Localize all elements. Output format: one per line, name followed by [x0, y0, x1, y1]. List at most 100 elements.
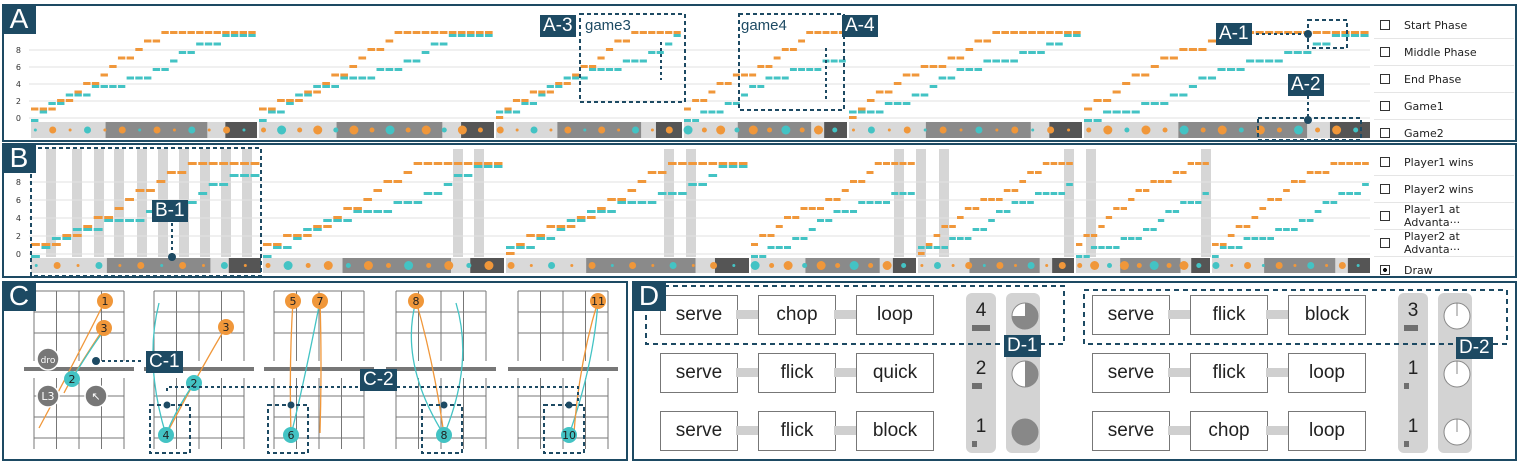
legend-player2-advantage[interactable]: Player2 at Advanta···	[1374, 230, 1514, 257]
technique-box[interactable]: block	[1288, 295, 1366, 335]
technique-box[interactable]: flick	[1190, 295, 1268, 335]
orange-score-mark	[673, 31, 681, 34]
orange-score-mark	[240, 162, 249, 165]
teal-score-mark	[738, 165, 748, 168]
legend-middle-phase[interactable]: Middle Phase	[1374, 39, 1514, 66]
rally-dot	[781, 125, 791, 135]
teal-score-mark	[891, 192, 899, 195]
teal-score-mark	[1322, 201, 1330, 204]
ball-label: 4	[163, 429, 170, 442]
rally-dot	[813, 125, 823, 135]
technique-box[interactable]: serve	[1092, 295, 1170, 335]
legend-player1-advantage[interactable]: Player1 at Advanta···	[1374, 203, 1514, 230]
orange-score-mark	[83, 82, 91, 85]
orange-score-mark	[303, 234, 312, 237]
orange-score-mark	[484, 31, 493, 34]
label-a-4: A-4	[842, 15, 878, 37]
technique-box[interactable]: loop	[856, 295, 934, 335]
checkbox[interactable]	[1380, 184, 1390, 194]
rally-dot	[996, 262, 1004, 269]
rally-dot	[1107, 263, 1112, 268]
orange-score-mark	[512, 99, 521, 102]
rally-dot	[1244, 262, 1252, 269]
rally-dot	[1315, 127, 1321, 133]
teal-score-mark	[463, 174, 473, 177]
checkbox[interactable]	[1380, 238, 1390, 248]
legend-game1[interactable]: Game1	[1374, 93, 1514, 120]
rally-dot	[617, 128, 621, 132]
technique-box[interactable]: serve	[1092, 411, 1170, 451]
technique-box[interactable]: chop	[758, 295, 836, 335]
rally-dot	[68, 128, 72, 132]
teal-score-mark	[563, 76, 571, 80]
teal-score-mark	[323, 219, 332, 222]
orange-score-mark	[1341, 31, 1350, 34]
teal-score-mark	[1143, 228, 1150, 231]
orange-score-mark	[716, 82, 724, 85]
legend-player1-wins[interactable]: Player1 wins	[1374, 149, 1514, 176]
checkbox[interactable]	[1380, 128, 1390, 138]
orange-score-mark	[1265, 31, 1274, 34]
technique-box[interactable]: block	[856, 411, 934, 451]
orange-score-mark	[126, 56, 135, 60]
teal-score-mark	[1098, 246, 1105, 249]
orange-score-mark	[146, 189, 155, 192]
legend-player2-wins[interactable]: Player2 wins	[1374, 176, 1514, 203]
technique-box[interactable]: loop	[1288, 353, 1366, 393]
orange-score-mark	[1131, 73, 1140, 77]
legend-start-phase[interactable]: Start Phase	[1374, 12, 1514, 39]
rally-dot	[345, 263, 351, 268]
ball-trajectory	[71, 327, 107, 380]
teal-score-mark	[858, 201, 866, 204]
teal-score-mark	[775, 246, 783, 249]
orange-score-mark	[135, 189, 145, 192]
teal-score-mark	[229, 174, 239, 177]
table-net	[264, 367, 374, 371]
count-bar	[972, 325, 990, 331]
rally-dot	[732, 264, 736, 267]
technique-box[interactable]: serve	[1092, 353, 1170, 393]
checkbox[interactable]	[1380, 47, 1390, 57]
technique-box[interactable]: quick	[856, 353, 934, 393]
technique-box[interactable]: serve	[660, 411, 738, 451]
orange-score-mark	[920, 65, 929, 68]
teal-score-mark	[529, 102, 538, 105]
technique-box[interactable]: serve	[660, 353, 738, 393]
teal-score-mark	[466, 34, 475, 37]
checkbox[interactable]	[1380, 20, 1390, 30]
legend-end-phase[interactable]: End Phase	[1374, 66, 1514, 93]
rally-dot	[802, 263, 808, 268]
legend-draw[interactable]: Draw	[1374, 257, 1514, 284]
teal-score-mark	[1131, 110, 1140, 114]
count-bar	[1404, 441, 1409, 447]
teal-score-mark	[617, 201, 626, 204]
technique-box[interactable]: loop	[1288, 411, 1366, 451]
teal-score-mark	[144, 76, 152, 80]
checkbox-checked[interactable]	[1380, 265, 1390, 275]
teal-score-mark	[1112, 110, 1121, 114]
sequence-count: 4	[975, 300, 987, 321]
technique-box[interactable]: chop	[1190, 411, 1268, 451]
technique-box[interactable]: flick	[1190, 353, 1268, 393]
technique-box[interactable]: flick	[758, 353, 836, 393]
orange-score-mark	[1113, 207, 1120, 210]
technique-box[interactable]: serve	[660, 295, 738, 335]
checkbox[interactable]	[1380, 157, 1390, 167]
teal-score-mark	[546, 237, 556, 240]
teal-score-mark	[724, 102, 732, 105]
technique-box[interactable]: flick	[758, 411, 836, 451]
orange-score-mark	[1207, 39, 1217, 43]
checkbox[interactable]	[1380, 74, 1390, 84]
rally-dot	[1027, 262, 1035, 269]
checkbox[interactable]	[1380, 211, 1390, 221]
rally-dot	[261, 127, 267, 133]
orange-score-mark	[757, 65, 765, 68]
checkbox[interactable]	[1380, 101, 1390, 111]
orange-score-mark	[556, 225, 566, 228]
teal-score-mark	[841, 210, 849, 213]
ball-marker	[408, 293, 424, 309]
teal-score-mark	[911, 93, 920, 97]
sequence-connector	[834, 368, 858, 377]
orange-score-mark	[822, 31, 830, 34]
panel-a-label: A	[2, 4, 36, 34]
